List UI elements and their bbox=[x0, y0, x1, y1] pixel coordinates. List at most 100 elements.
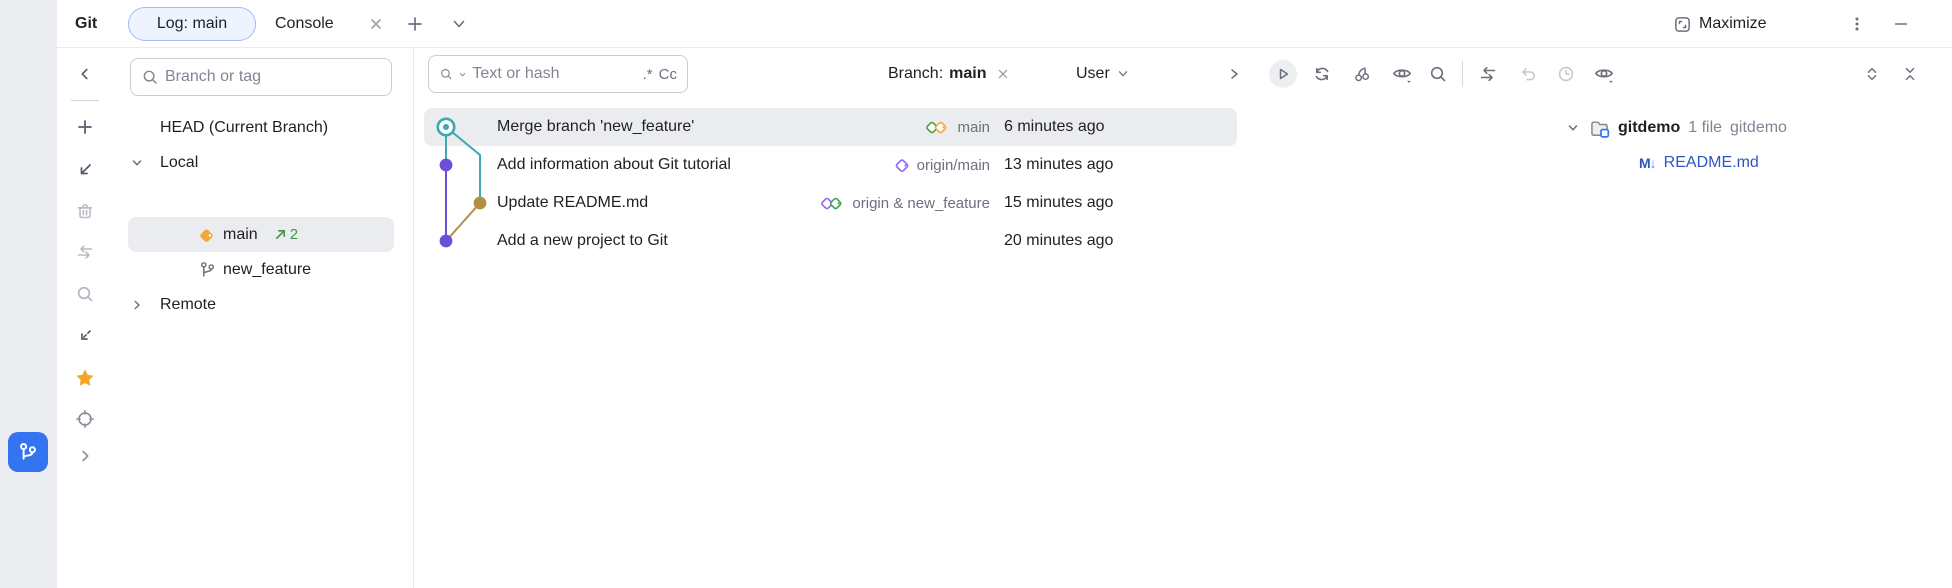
branch-tags-icon bbox=[926, 121, 947, 134]
tab-log-main-label: Log: main bbox=[156, 15, 228, 32]
options-menu-button[interactable] bbox=[1843, 10, 1871, 38]
commit-time: 20 minutes ago bbox=[1004, 232, 1114, 249]
clock-icon bbox=[1558, 66, 1574, 82]
ref-label: main bbox=[957, 118, 990, 136]
commit-message: Update README.md bbox=[497, 194, 649, 211]
changed-files-root-row[interactable]: gitdemo 1 file gitdemo bbox=[1545, 110, 1952, 146]
commit-row-tutorial[interactable]: Add information about Git tutorial origi… bbox=[414, 146, 1545, 184]
cherry-pick-button[interactable] bbox=[1348, 60, 1376, 88]
branch-filter-label: Branch: bbox=[888, 65, 944, 82]
commit-message: Merge branch 'new_feature' bbox=[497, 118, 695, 135]
jump-to-reference-button[interactable] bbox=[71, 322, 99, 350]
refresh-log-button[interactable] bbox=[1308, 60, 1336, 88]
plus-icon bbox=[408, 17, 422, 31]
commit-refs: origin & new_feature bbox=[820, 184, 990, 222]
commit-time: 13 minutes ago bbox=[1004, 156, 1114, 173]
commit-details-panel: gitdemo 1 file gitdemo M↓ README.md bbox=[1545, 100, 1952, 588]
compare-branches-button[interactable] bbox=[71, 238, 99, 266]
favorites-filter-button[interactable] bbox=[71, 364, 99, 392]
arrow-up-right-icon bbox=[275, 229, 285, 240]
go-to-hash-run-button[interactable] bbox=[1269, 60, 1297, 88]
feature-branch-label: new_feature bbox=[223, 260, 312, 278]
branch-tag-icon bbox=[895, 159, 908, 173]
arrow-down-left-icon bbox=[80, 164, 91, 175]
search-history-chevron-icon[interactable] bbox=[459, 70, 466, 79]
branch-search-field[interactable] bbox=[130, 58, 392, 96]
search-icon bbox=[143, 70, 157, 84]
new-tab-button[interactable] bbox=[401, 10, 429, 38]
commit-row-update-readme[interactable]: Update README.md origin & new_feature 15… bbox=[414, 184, 1545, 222]
search-in-log-button[interactable] bbox=[1424, 60, 1452, 88]
git-branch-icon bbox=[20, 442, 36, 460]
cherry-pick-icon bbox=[1355, 67, 1370, 82]
tool-window-stripe bbox=[0, 0, 57, 588]
collapse-panel-button[interactable] bbox=[71, 60, 99, 88]
log-search-field[interactable]: .* Cc bbox=[428, 55, 688, 93]
swap-arrows-icon bbox=[1480, 66, 1496, 82]
tab-list-dropdown-button[interactable] bbox=[445, 10, 473, 38]
regex-toggle[interactable]: .* bbox=[642, 65, 653, 83]
changed-file-name: README.md bbox=[1663, 154, 1759, 171]
branch-group-remote[interactable]: Remote bbox=[113, 287, 413, 322]
log-search-input[interactable] bbox=[472, 65, 637, 83]
chevron-right-icon[interactable] bbox=[129, 297, 145, 313]
tab-console[interactable]: Console bbox=[275, 0, 334, 48]
close-console-tab-button[interactable] bbox=[362, 10, 390, 38]
hide-tool-window-button[interactable] bbox=[1887, 10, 1915, 38]
new-branch-button[interactable] bbox=[71, 113, 99, 141]
changed-file-row[interactable]: M↓ README.md bbox=[1545, 146, 1952, 180]
chevron-left-icon bbox=[81, 68, 88, 80]
commit-selection-highlight bbox=[424, 108, 1237, 146]
branch-group-local[interactable]: Local bbox=[113, 145, 413, 180]
panel-divider[interactable] bbox=[413, 48, 414, 588]
maximize-button[interactable]: Maximize bbox=[1673, 0, 1767, 48]
commit-row-merge[interactable]: Merge branch 'new_feature' main 6 minute… bbox=[414, 108, 1545, 146]
branch-row-main[interactable]: main 2 bbox=[113, 217, 413, 252]
search-rail-button[interactable] bbox=[71, 280, 99, 308]
tab-log-main[interactable]: Log: main bbox=[128, 7, 256, 41]
collapse-all-button[interactable] bbox=[1896, 60, 1924, 88]
branch-search-input[interactable] bbox=[165, 68, 381, 86]
delete-branch-button[interactable] bbox=[71, 197, 99, 225]
main-branch-label: main bbox=[223, 225, 258, 243]
checkout-button[interactable] bbox=[71, 156, 99, 184]
branch-row-new-feature[interactable]: new_feature bbox=[113, 252, 413, 287]
details-view-options-button[interactable] bbox=[1590, 60, 1618, 88]
eye-icon bbox=[1594, 69, 1614, 84]
branch-filter[interactable]: Branch: main bbox=[888, 48, 1010, 100]
compare-arrows-icon bbox=[77, 245, 93, 259]
chevron-right-icon bbox=[1231, 69, 1238, 79]
git-tool-button[interactable] bbox=[8, 432, 48, 472]
target-icon bbox=[76, 410, 94, 428]
search-icon bbox=[1430, 66, 1446, 82]
remote-group-label: Remote bbox=[160, 295, 217, 313]
expand-all-button[interactable] bbox=[1858, 60, 1886, 88]
outgoing-commits-badge: 2 bbox=[274, 226, 298, 243]
rollback-button[interactable] bbox=[1514, 60, 1542, 88]
expand-all-icon bbox=[1867, 67, 1877, 81]
local-group-label: Local bbox=[160, 153, 199, 171]
plus-icon bbox=[78, 120, 92, 134]
commit-row-add-project[interactable]: Add a new project to Git 20 minutes ago bbox=[414, 222, 1545, 260]
user-filter[interactable]: User bbox=[1076, 48, 1130, 100]
chevron-down-icon[interactable] bbox=[129, 155, 145, 171]
chevron-down-icon[interactable] bbox=[1565, 120, 1581, 136]
more-filters-button[interactable] bbox=[1220, 60, 1248, 88]
tool-window-header: Git Log: main Console Max bbox=[57, 0, 1952, 48]
branch-tag-icon bbox=[197, 225, 216, 244]
commit-message: Add a new project to Git bbox=[497, 232, 668, 249]
expand-rail-button[interactable] bbox=[71, 442, 99, 470]
match-case-toggle[interactable]: Cc bbox=[658, 65, 677, 83]
remove-filter-icon[interactable] bbox=[996, 67, 1010, 81]
undo-icon bbox=[1522, 68, 1536, 81]
branch-row-head[interactable]: HEAD (Current Branch) bbox=[113, 110, 413, 145]
commit-time: 15 minutes ago bbox=[1004, 194, 1114, 211]
changed-files-count: 1 file bbox=[1688, 119, 1723, 136]
close-icon bbox=[371, 19, 381, 29]
navigate-to-current-button[interactable] bbox=[71, 405, 99, 433]
branch-filter-value: main bbox=[949, 65, 987, 82]
history-button[interactable] bbox=[1552, 60, 1580, 88]
view-options-button[interactable] bbox=[1388, 60, 1416, 88]
branch-selection-highlight bbox=[128, 217, 394, 252]
swap-diff-sides-button[interactable] bbox=[1474, 60, 1502, 88]
